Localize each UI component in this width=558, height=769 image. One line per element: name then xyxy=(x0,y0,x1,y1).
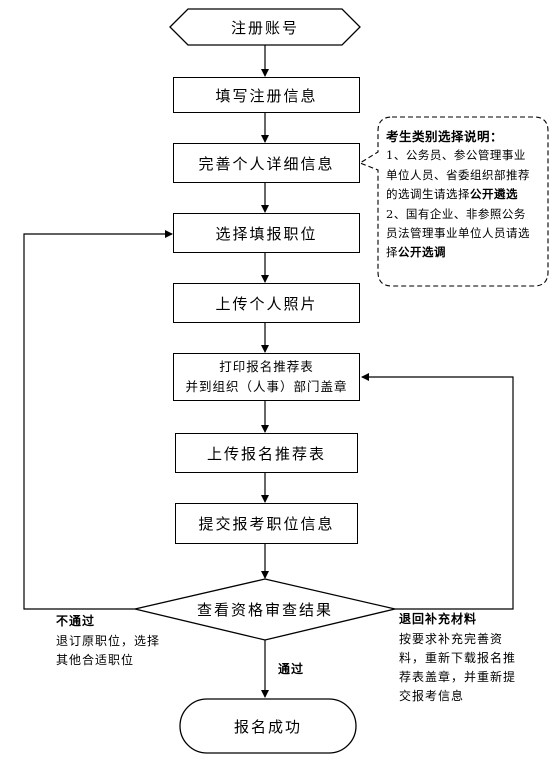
end-shape xyxy=(179,698,357,754)
note-title: 考生类别选择说明： xyxy=(386,129,504,144)
note-item1-text: 1、公务员、参公管理事业单位人员、省委组织部推荐的选调生请选择 xyxy=(386,148,530,202)
note-bubble xyxy=(358,116,549,287)
step-fill-registration: 填写注册信息 xyxy=(173,77,360,113)
print-line2: 并到组织（人事）部门盖章 xyxy=(185,379,348,394)
step-print-form: 打印报名推荐表 并到组织（人事）部门盖章 xyxy=(173,353,360,401)
note-item2: 2、国有企业、非参照公务员法管理事业单位人员请选择公开选调 xyxy=(386,205,536,263)
step-complete-details: 完善个人详细信息 xyxy=(173,143,360,183)
note-item2-text: 2、国有企业、非参照公务员法管理事业单位人员请选择 xyxy=(386,206,530,260)
step-upload-form: 上传报名推荐表 xyxy=(175,433,358,473)
category-note: 考生类别选择说明： 1、公务员、参公管理事业单位人员、省委组织部推荐的选调生请选… xyxy=(386,127,536,263)
note-item2-bold: 公开选调 xyxy=(398,245,446,260)
pass-label: 通过 xyxy=(278,662,305,676)
supplement-title: 退回补充材料 xyxy=(399,612,478,626)
step-submit-position: 提交报考职位信息 xyxy=(175,503,358,544)
end-label: 报名成功 xyxy=(233,717,302,736)
step-upload-photo: 上传个人照片 xyxy=(173,283,360,323)
note-item1: 1、公务员、参公管理事业单位人员、省委组织部推荐的选调生请选择公开遴选 xyxy=(386,146,536,204)
reject-text: 退订原职位，选择其他合适职位 xyxy=(56,634,161,667)
supplement-text: 按要求补充完善资料，重新下载报名推荐表盖章，并重新提交报考信息 xyxy=(399,632,517,703)
step-select-position: 选择填报职位 xyxy=(173,213,360,253)
start-label: 注册账号 xyxy=(230,18,299,37)
note-item1-bold: 公开遴选 xyxy=(470,187,518,202)
print-line1: 打印报名推荐表 xyxy=(219,359,314,374)
reject-title: 不通过 xyxy=(56,614,96,628)
supplement-loop-line xyxy=(361,373,514,610)
reject-loop-line xyxy=(23,230,173,610)
decision-label: 查看资格审查结果 xyxy=(196,600,333,619)
start-shape xyxy=(169,8,361,46)
